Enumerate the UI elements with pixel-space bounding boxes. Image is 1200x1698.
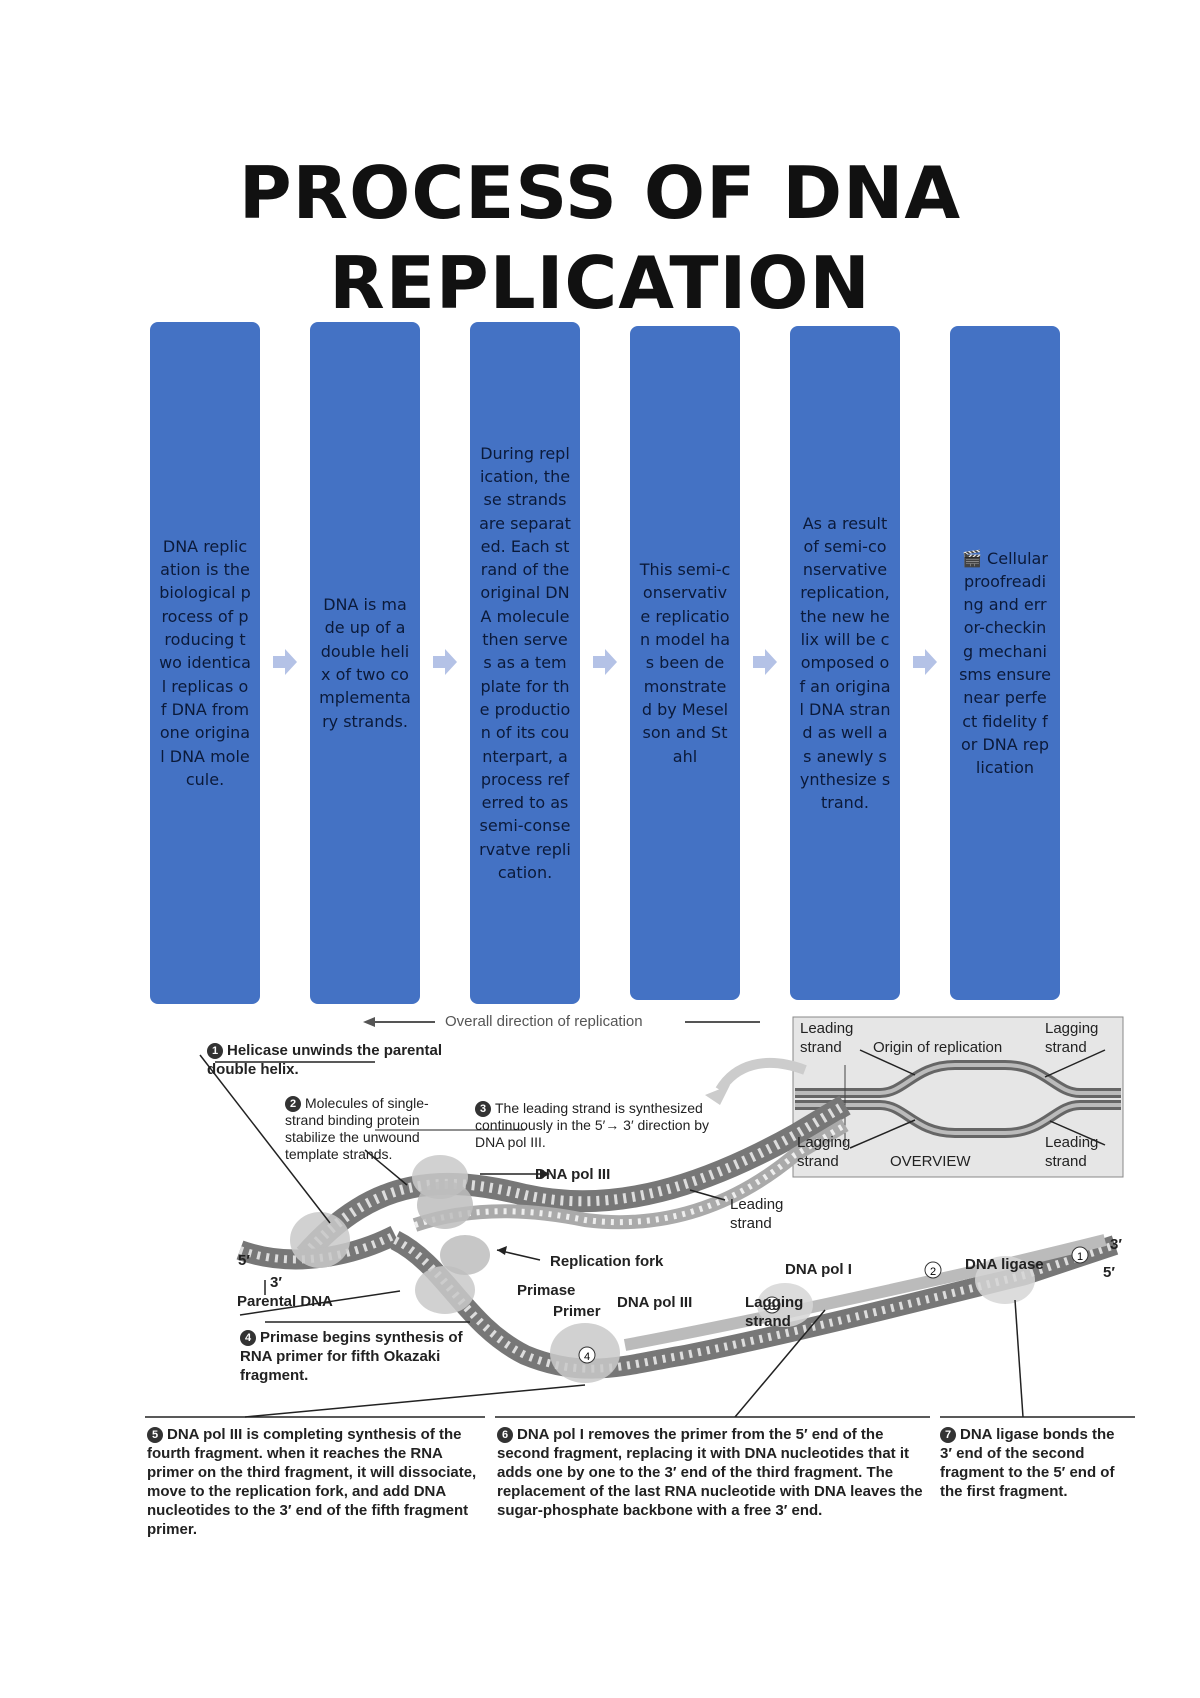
chevron-right-arrow-icon — [273, 649, 297, 675]
chevron-right-arrow-icon — [593, 649, 617, 675]
flow-box-1: DNA replication is the biological proces… — [150, 322, 260, 1004]
dna-pol-iii-top-label: DNA pol III — [535, 1166, 611, 1183]
overview-origin: Origin of replication — [873, 1039, 1003, 1056]
lagging-strand-label: Lagging strand — [745, 1294, 804, 1330]
primer-label: Primer — [553, 1303, 601, 1320]
replication-fork-label: Replication fork — [550, 1253, 664, 1270]
dna-ligase-label: DNA ligase — [965, 1256, 1044, 1273]
overview-leading-left: Leading strand — [800, 1020, 854, 1056]
flow-box-3: During replication, these strands are se… — [470, 322, 580, 1004]
svg-text:2: 2 — [930, 1266, 936, 1278]
dna-pol-iii-bottom-label: DNA pol III — [617, 1294, 693, 1311]
five-prime-right-label: 5′ — [1103, 1264, 1115, 1281]
flow-box-text: DNA is made up of a double helix of two … — [319, 595, 411, 731]
direction-label: Overall direction of replication — [445, 1013, 643, 1030]
leading-strand-label: Leading strand — [730, 1196, 784, 1232]
chevron-right-arrow-icon — [433, 649, 457, 675]
svg-text:4: 4 — [584, 1351, 590, 1363]
three-prime-right-label: 3′ — [1110, 1236, 1122, 1253]
chevron-right-arrow-icon — [913, 649, 937, 675]
svg-text:1: 1 — [1077, 1251, 1083, 1263]
svg-text:3: 3 — [769, 1301, 775, 1313]
dna-pol-i-label: DNA pol I — [785, 1261, 852, 1278]
five-prime-left-label: 5′ — [238, 1252, 250, 1269]
flow-box-text: As a result of semi-conservative replica… — [799, 513, 891, 813]
flow-box-text: DNA replication is the biological proces… — [159, 536, 251, 789]
flow-box-5: As a result of semi-conservative replica… — [790, 326, 900, 1000]
replication-figure: 4 3 2 1 Overall direction of replication… — [145, 1005, 1135, 1565]
overview-lagging-right: Lagging strand — [1045, 1020, 1099, 1056]
parental-dna-label: Parental DNA — [237, 1293, 333, 1310]
page-title: PROCESS OF DNA REPLICATION — [238, 151, 962, 325]
flow-box-6: 🎬 Cellular proofreading and error-checki… — [950, 326, 1060, 1000]
overview-lagging-left: Lagging strand — [797, 1134, 851, 1170]
flow-box-text: During replication, these strands are se… — [479, 443, 571, 883]
primase-label: Primase — [517, 1282, 576, 1299]
chevron-right-arrow-icon — [753, 649, 777, 675]
replication-diagram-graphic: 4 3 2 1 — [145, 1016, 1135, 1418]
overview-leading-right: Leading strand — [1045, 1134, 1099, 1170]
flow-box-text: This semi-conservative replication model… — [639, 560, 731, 766]
overview-label: OVERVIEW — [890, 1153, 971, 1170]
flow-box-4: This semi-conservative replication model… — [630, 326, 740, 1000]
three-prime-left-label: 3′ — [270, 1274, 282, 1291]
flow-box-text: 🎬 Cellular proofreading and error-checki… — [959, 548, 1051, 778]
flow-box-2: DNA is made up of a double helix of two … — [310, 322, 420, 1004]
